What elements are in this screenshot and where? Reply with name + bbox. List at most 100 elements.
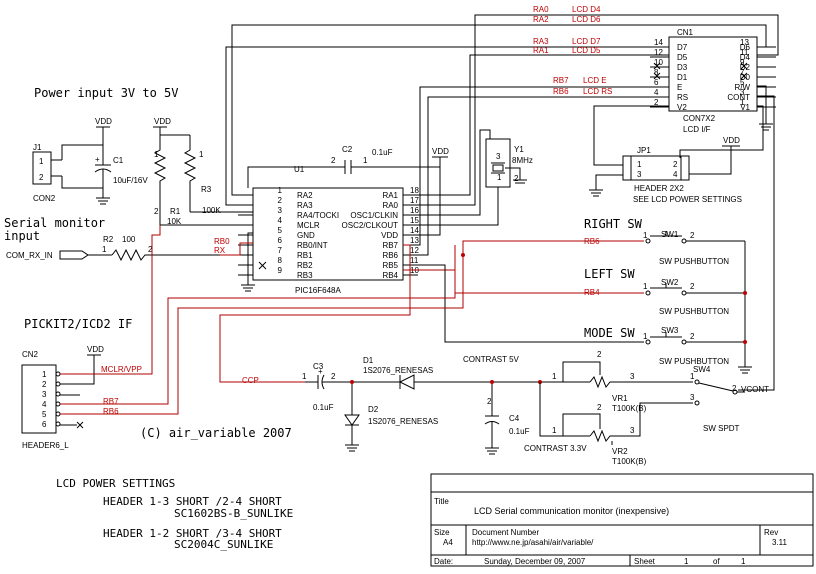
svg-text:1: 1 <box>684 557 689 566</box>
power-input-label: Power input 3V to 5V <box>34 86 179 100</box>
rev-value: 3.11 <box>772 538 788 547</box>
svg-text:100: 100 <box>122 235 136 244</box>
pin-number-15: 15 <box>410 216 419 225</box>
pin-name-rb7: RB7 <box>382 241 398 250</box>
svg-text:2: 2 <box>690 231 695 240</box>
svg-text:VDD: VDD <box>87 345 104 354</box>
pin-name-ra4-tocki: RA4/TOCKI <box>297 211 339 220</box>
svg-text:1: 1 <box>154 150 159 159</box>
svg-text:C3: C3 <box>313 362 324 371</box>
svg-text:VR2: VR2 <box>612 447 628 456</box>
lcd-power-settings-title: LCD POWER SETTINGS <box>56 477 175 490</box>
right-sw-label: RIGHT SW <box>584 217 643 231</box>
svg-text:HEADER 2X2: HEADER 2X2 <box>634 184 684 193</box>
pin-name-d7: D7 <box>677 43 688 52</box>
svg-text:LCD E: LCD E <box>583 76 607 85</box>
svg-text:SW4: SW4 <box>693 365 711 374</box>
svg-text:100K: 100K <box>202 206 221 215</box>
svg-text:1: 1 <box>199 150 204 159</box>
cn2-pin-1 <box>55 371 61 377</box>
pin-number-4: 4 <box>654 88 659 97</box>
svg-text:RB6: RB6 <box>103 407 119 416</box>
svg-text:RB0: RB0 <box>214 237 230 246</box>
serial-monitor-label: Serial monitor <box>4 216 105 230</box>
pin-number-16: 16 <box>410 206 419 215</box>
svg-text:RX: RX <box>214 246 226 255</box>
pin-number-2: 2 <box>278 196 283 205</box>
header12-note: HEADER 1-2 SHORT /3-4 SHORT <box>103 527 282 540</box>
pin-number-12: 12 <box>654 48 663 57</box>
pin-name-gnd: GND <box>297 231 315 240</box>
cn2-pin-3 <box>55 391 61 397</box>
pin-number-7: 7 <box>740 68 745 77</box>
svg-text:1: 1 <box>741 557 746 566</box>
svg-text:1: 1 <box>637 160 642 169</box>
svg-text:2: 2 <box>154 207 159 216</box>
pic16f648a-chip: U1 PIC16F648A <box>252 165 404 295</box>
cn2-header: CN2 HEADER6_L <box>21 350 69 450</box>
svg-text:RA1: RA1 <box>533 46 549 55</box>
pin-number-18: 18 <box>410 186 419 195</box>
pin-name-d1: D1 <box>677 73 688 82</box>
svg-text:VDD: VDD <box>95 117 112 126</box>
svg-text:CONTRAST 5V: CONTRAST 5V <box>463 355 520 364</box>
pin-name-ra2: RA2 <box>297 191 313 200</box>
pin-number-9: 9 <box>278 266 283 275</box>
svg-text:J1: J1 <box>33 143 42 152</box>
svg-text:D2: D2 <box>368 405 379 414</box>
svg-text:U1: U1 <box>294 165 305 174</box>
pickit-label: PICKIT2/ICD2 IF <box>24 317 132 331</box>
svg-text:Size: Size <box>434 528 450 537</box>
svg-text:CON2: CON2 <box>33 194 56 203</box>
svg-text:0.1uF: 0.1uF <box>509 427 530 436</box>
svg-text:C4: C4 <box>509 414 520 423</box>
pin-number-8: 8 <box>278 256 283 265</box>
pin-number-1: 1 <box>278 186 283 195</box>
svg-text:3: 3 <box>496 152 501 161</box>
cn2-pin-number-1: 1 <box>42 370 47 379</box>
svg-text:1: 1 <box>497 173 502 182</box>
svg-text:+: + <box>95 155 100 164</box>
svg-text:1: 1 <box>643 282 648 291</box>
pin-number-1: 1 <box>740 98 745 107</box>
pin-name-r-w: R/W <box>734 83 750 92</box>
svg-text:LCD D5: LCD D5 <box>572 46 601 55</box>
cn1-lcd-connector: CN1 CON7X2 LCD I/F <box>668 28 758 134</box>
vr2-potentiometer: 1 3 2 VR2 T100K(B) <box>552 402 693 466</box>
docnum-value: http://www.ne.jp/asahi/air/variable/ <box>472 538 594 547</box>
mode-sw-label: MODE SW <box>584 326 635 340</box>
cn2-pin-number-2: 2 <box>42 380 47 389</box>
pin-number-11: 11 <box>410 256 419 265</box>
pin-number-7: 7 <box>278 246 283 255</box>
lcd-data-bus: RA0 LCD D4 RA2 LCD D6 RA3 LCD D7 RA1 LCD… <box>225 5 779 206</box>
svg-text:2: 2 <box>331 372 336 381</box>
svg-text:RA2: RA2 <box>533 15 549 24</box>
svg-text:1: 1 <box>39 157 44 166</box>
svg-text:R3: R3 <box>201 185 212 194</box>
svg-text:3: 3 <box>637 170 642 179</box>
date-value: Sunday, December 09, 2007 <box>484 557 586 566</box>
svg-text:SW PUSHBUTTON: SW PUSHBUTTON <box>659 357 729 366</box>
pin-number-5: 5 <box>740 78 745 87</box>
svg-text:PIC16F648A: PIC16F648A <box>295 286 341 295</box>
pin-number-2: 2 <box>654 98 659 107</box>
sc1602-note: SC1602BS-B_SUNLIKE <box>174 507 293 520</box>
pin-name-rb3: RB3 <box>297 271 313 280</box>
pin-number-10: 10 <box>654 58 663 67</box>
svg-text:1: 1 <box>643 231 648 240</box>
pin-number-12: 12 <box>410 246 419 255</box>
pin-number-6: 6 <box>654 78 659 87</box>
svg-text:1S2076_RENESAS: 1S2076_RENESAS <box>363 366 433 375</box>
svg-text:D1: D1 <box>363 356 374 365</box>
size-value: A4 <box>443 538 453 547</box>
pin-name-osc1-clkin: OSC1/CLKIN <box>350 211 398 220</box>
pin-name-d6: D6 <box>740 43 751 52</box>
pin-number-4: 4 <box>278 216 283 225</box>
svg-text:1: 1 <box>690 372 695 381</box>
svg-text:RB7: RB7 <box>103 397 119 406</box>
svg-text:C2: C2 <box>342 145 353 154</box>
